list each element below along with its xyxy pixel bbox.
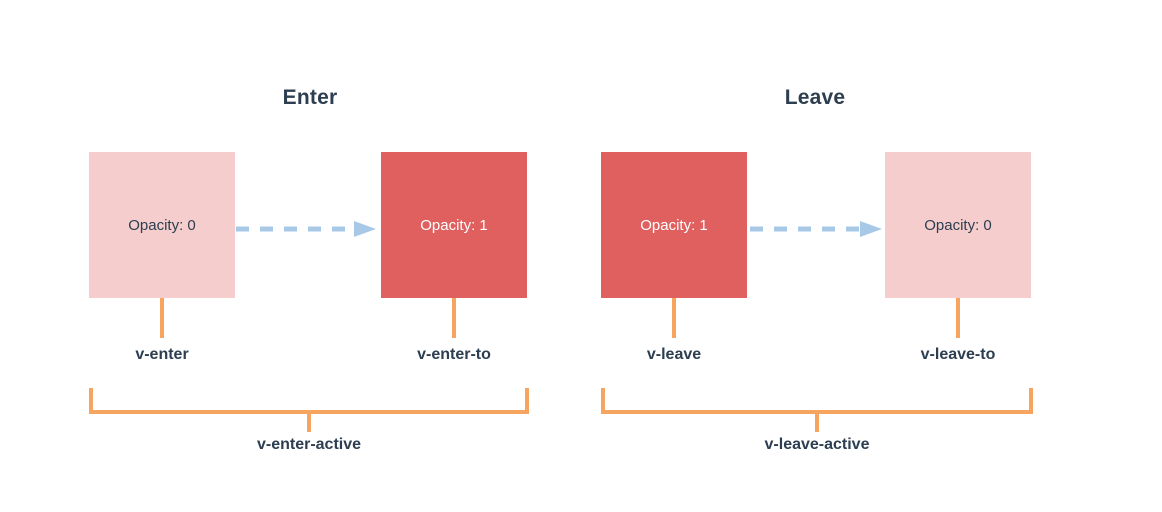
state-box-v-leave-to: Opacity: 0 [885, 152, 1031, 298]
connector-tick-v-leave [672, 298, 676, 338]
class-label-v-enter: v-enter [135, 346, 189, 363]
class-label-v-enter-active: v-enter-active [256, 436, 362, 453]
class-label-v-leave: v-leave [646, 346, 702, 363]
connector-tick-v-leave-to [956, 298, 960, 338]
class-label-v-enter-to: v-enter-to [417, 346, 491, 363]
state-box-v-enter: Opacity: 0 [89, 152, 235, 298]
state-value-v-enter-to: Opacity: 1 [420, 216, 488, 234]
connector-tick-v-enter [160, 298, 164, 338]
state-value-v-leave-to: Opacity: 0 [924, 216, 992, 234]
transition-arrow-enter [236, 219, 378, 239]
class-label-v-leave-to: v-leave-to [920, 346, 996, 363]
connector-tick-v-enter-to [452, 298, 456, 338]
class-label-v-leave-active: v-leave-active [764, 436, 870, 453]
group-title-leave: Leave [784, 86, 846, 109]
state-box-v-enter-to: Opacity: 1 [381, 152, 527, 298]
active-bracket-stem-enter [307, 410, 311, 432]
active-bracket-stem-leave [815, 410, 819, 432]
group-title-enter: Enter [282, 86, 338, 109]
state-value-v-leave: Opacity: 1 [640, 216, 708, 234]
transition-arrow-leave [750, 219, 884, 239]
state-box-v-leave: Opacity: 1 [601, 152, 747, 298]
state-value-v-enter: Opacity: 0 [128, 216, 196, 234]
